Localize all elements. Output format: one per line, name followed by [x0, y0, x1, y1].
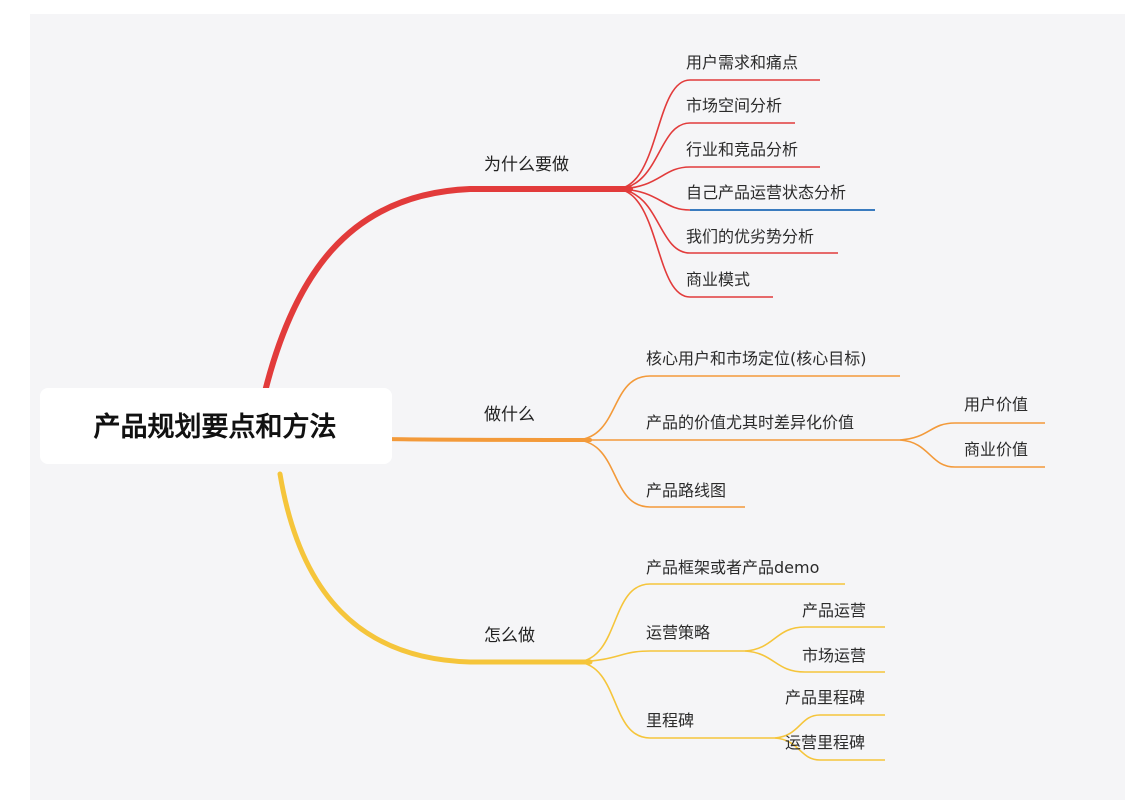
why-item-industry-competitors[interactable]: 行业和竞品分析 [686, 140, 798, 159]
how-item-product-milestone[interactable]: 产品里程碑 [785, 688, 865, 707]
why-item-swot[interactable]: 我们的优劣势分析 [686, 227, 814, 246]
how-item-milestones[interactable]: 里程碑 [646, 711, 694, 730]
why-item-business-model[interactable]: 商业模式 [686, 270, 750, 289]
branch-why-label: 为什么要做 [484, 155, 569, 175]
mindmap-svg: 产品规划要点和方法 为什么要做 用户需求和痛点 市场空间分析 行业和竞品分析 自… [40, 53, 1045, 761]
trunk-what [383, 437, 592, 442]
what-item-core-users[interactable]: 核心用户和市场定位(核心目标) [646, 349, 867, 368]
branch-why[interactable]: 为什么要做 [484, 155, 569, 175]
why-item-own-operations[interactable]: 自己产品运营状态分析 [686, 183, 846, 202]
branch-what[interactable]: 做什么 [484, 405, 535, 425]
how-item-product-ops[interactable]: 产品运营 [802, 601, 866, 620]
trunk-how [277, 471, 593, 665]
branch-how-label: 怎么做 [484, 626, 535, 646]
how-item-ops-strategy[interactable]: 运营策略 [646, 623, 710, 642]
how-item-framework[interactable]: 产品框架或者产品demo [646, 558, 819, 577]
what-connectors [577, 375, 1045, 508]
why-item-user-needs[interactable]: 用户需求和痛点 [686, 53, 798, 72]
why-item-market-space[interactable]: 市场空间分析 [686, 96, 782, 115]
what-item-value-business[interactable]: 商业价值 [964, 440, 1028, 459]
what-item-value-user[interactable]: 用户价值 [964, 395, 1028, 414]
trunk-why [259, 186, 633, 407]
why-connectors [617, 79, 838, 298]
how-item-ops-milestone[interactable]: 运营里程碑 [785, 733, 865, 752]
how-item-market-ops[interactable]: 市场运营 [802, 646, 866, 665]
root-label: 产品规划要点和方法 [94, 411, 337, 443]
what-item-roadmap[interactable]: 产品路线图 [646, 481, 726, 500]
mindmap-canvas: 产品规划要点和方法 为什么要做 用户需求和痛点 市场空间分析 行业和竞品分析 自… [30, 14, 1125, 800]
how-connectors [577, 583, 885, 761]
root-node[interactable]: 产品规划要点和方法 [40, 388, 392, 464]
branch-what-label: 做什么 [484, 405, 535, 425]
what-item-value[interactable]: 产品的价值尤其时差异化价值 [646, 413, 854, 432]
branch-how[interactable]: 怎么做 [484, 626, 535, 646]
